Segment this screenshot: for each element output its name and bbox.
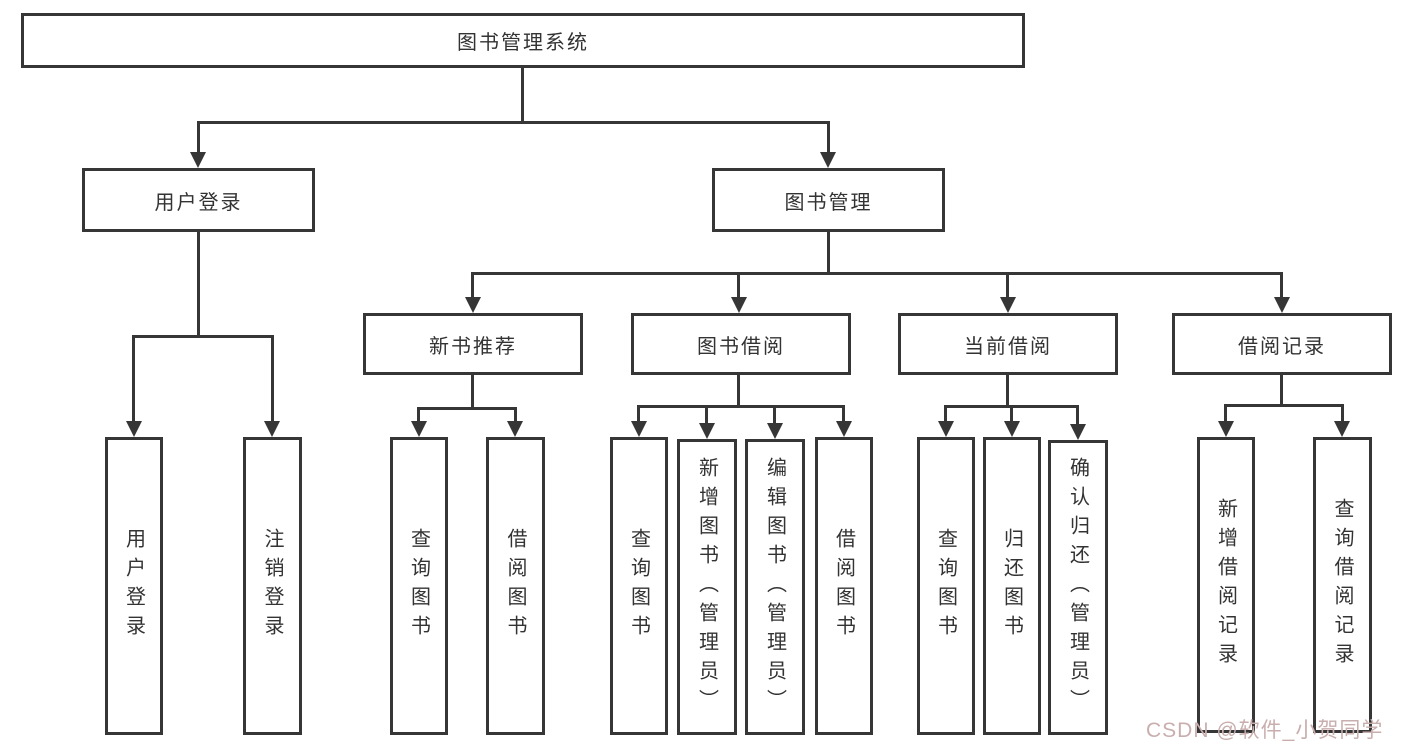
connector-line xyxy=(1224,404,1343,407)
arrow-down xyxy=(699,423,715,439)
connector-line xyxy=(132,335,135,423)
arrow-down xyxy=(264,421,280,437)
node-library-management-system: 图书管理系统 xyxy=(21,13,1025,68)
leaf-newbook-borrow-books: 借阅图书 xyxy=(486,437,545,735)
node-label: 图书管理 xyxy=(784,191,873,214)
connector-line xyxy=(827,121,830,155)
connector-line xyxy=(1224,404,1227,423)
arrow-down xyxy=(1274,297,1290,313)
arrow-down xyxy=(1218,421,1234,437)
connector-line xyxy=(944,405,947,423)
leaf-label: 用户登录 xyxy=(122,528,145,644)
connector-line xyxy=(132,335,273,338)
leaf-label: 编辑图书（管理员） xyxy=(763,456,786,718)
connector-line xyxy=(1341,404,1344,423)
leaf-label: 查询图书 xyxy=(627,528,650,644)
arrow-down xyxy=(465,297,481,313)
node-current-borrowing: 当前借阅 xyxy=(898,313,1118,375)
connector-line xyxy=(521,68,524,123)
leaf-edit-books-admin: 编辑图书（管理员） xyxy=(745,439,805,735)
leaf-user-login: 用户登录 xyxy=(105,437,163,735)
connector-line xyxy=(842,405,845,423)
connector-line xyxy=(1010,405,1013,423)
connector-line xyxy=(773,405,776,425)
node-user-login: 用户登录 xyxy=(82,168,315,232)
connector-line xyxy=(197,121,830,124)
leaf-label: 借阅图书 xyxy=(832,528,855,644)
leaf-label: 注销登录 xyxy=(261,528,283,644)
connector-line xyxy=(471,272,474,300)
connector-line xyxy=(1280,272,1283,300)
connector-line xyxy=(637,405,640,423)
connector-line xyxy=(1006,272,1009,300)
arrow-down xyxy=(731,297,747,313)
arrow-down xyxy=(190,152,206,168)
arrow-down xyxy=(631,421,647,437)
csdn-watermark: CSDN @软件_小贺同学 xyxy=(1146,719,1384,742)
leaf-current-query-books: 查询图书 xyxy=(917,437,975,735)
connector-line xyxy=(271,335,274,423)
leaf-logout: 注销登录 xyxy=(243,437,302,735)
leaf-add-borrow-record: 新增借阅记录 xyxy=(1197,437,1255,733)
node-new-book-recommend: 新书推荐 xyxy=(363,313,583,375)
connector-line xyxy=(514,407,517,424)
arrow-down xyxy=(1070,424,1086,440)
leaf-label: 查询借阅记录 xyxy=(1331,498,1353,672)
node-label: 新书推荐 xyxy=(429,335,517,358)
leaf-label: 归还图书 xyxy=(1000,528,1023,644)
leaf-label: 查询图书 xyxy=(407,528,430,644)
arrow-down xyxy=(1000,297,1016,313)
arrow-down xyxy=(820,152,836,168)
leaf-borrowing-borrow-books: 借阅图书 xyxy=(815,437,873,735)
leaf-confirm-return-admin: 确认归还（管理员） xyxy=(1048,440,1108,735)
connector-line xyxy=(471,375,474,410)
arrow-down xyxy=(507,421,523,437)
connector-line xyxy=(737,375,740,408)
connector-line xyxy=(637,405,845,408)
leaf-label: 查询图书 xyxy=(934,528,957,644)
connector-line xyxy=(197,232,200,338)
leaf-label: 新增图书（管理员） xyxy=(695,456,718,718)
arrow-down xyxy=(1334,421,1350,437)
node-label: 当前借阅 xyxy=(964,335,1052,358)
arrow-down xyxy=(767,423,783,439)
leaf-label: 确认归还（管理员） xyxy=(1066,457,1089,718)
connector-line xyxy=(1280,375,1283,407)
node-borrow-records: 借阅记录 xyxy=(1172,313,1392,375)
connector-line xyxy=(737,272,740,300)
leaf-add-books-admin: 新增图书（管理员） xyxy=(677,439,737,735)
leaf-return-books: 归还图书 xyxy=(983,437,1041,735)
node-label: 用户登录 xyxy=(154,191,243,214)
node-label: 图书借阅 xyxy=(697,335,785,358)
arrow-down xyxy=(126,421,142,437)
connector-line xyxy=(1076,405,1079,426)
arrow-down xyxy=(938,421,954,437)
node-label: 借阅记录 xyxy=(1238,335,1326,358)
connector-line xyxy=(705,405,708,425)
connector-line xyxy=(471,272,1283,275)
connector-line xyxy=(1006,375,1009,408)
arrow-down xyxy=(411,421,427,437)
node-label: 图书管理系统 xyxy=(457,32,589,54)
connector-line xyxy=(417,407,420,424)
node-book-management: 图书管理 xyxy=(712,168,945,232)
leaf-query-borrow-record: 查询借阅记录 xyxy=(1313,437,1372,733)
node-book-borrowing: 图书借阅 xyxy=(631,313,851,375)
leaf-label: 借阅图书 xyxy=(504,528,526,644)
connector-line xyxy=(197,121,200,155)
connector-line xyxy=(417,407,517,410)
leaf-borrowing-query-books: 查询图书 xyxy=(610,437,668,735)
connector-line xyxy=(827,232,830,275)
leaf-label: 新增借阅记录 xyxy=(1214,498,1237,672)
arrow-down xyxy=(836,421,852,437)
arrow-down xyxy=(1004,421,1020,437)
leaf-newbook-query-books: 查询图书 xyxy=(390,437,448,735)
